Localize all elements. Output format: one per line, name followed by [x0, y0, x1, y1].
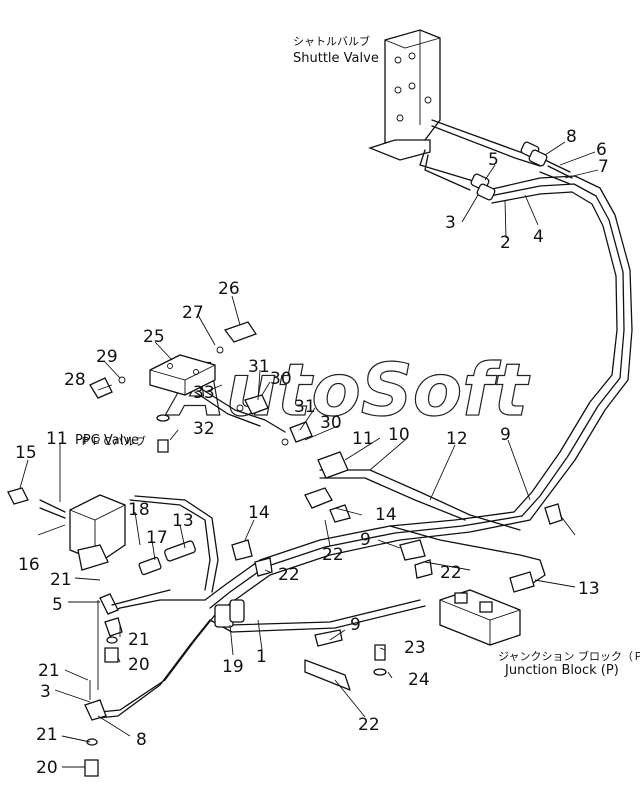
callout: 8 — [566, 127, 577, 147]
callout: 22 — [358, 715, 380, 735]
callout: 20 — [36, 758, 58, 778]
callout: 27 — [182, 303, 204, 323]
callout: 12 — [446, 429, 468, 449]
callout: 32 — [193, 419, 215, 439]
watermark: AutoSoft — [165, 348, 531, 432]
lower-fittings — [84, 589, 171, 777]
callout: 21 — [38, 661, 60, 681]
callout: 10 — [388, 425, 410, 445]
callout: 6 — [596, 140, 607, 160]
callout: 22 — [278, 565, 300, 585]
callout: 9 — [360, 530, 371, 550]
ppc-valve-label-jp: ＰＰＣバルブ — [80, 434, 146, 448]
callout: 5 — [52, 595, 63, 615]
callout: 28 — [64, 370, 86, 390]
callout: 3 — [445, 213, 456, 233]
ppc-valve-label-en: PPC Valve — [75, 433, 139, 448]
junction-block-label-jp: ジャンクション ブロック（Ｐ） — [498, 649, 640, 663]
callout: 13 — [578, 579, 600, 599]
callout: 20 — [128, 655, 150, 675]
callout: 16 — [18, 555, 40, 575]
callout: 15 — [15, 443, 37, 463]
callout: 8 — [136, 730, 147, 750]
component-labels: シャトルバルブ Shuttle Valve ＰＰＣバルブ PPC Valve ジ… — [75, 34, 640, 678]
callout: 30 — [270, 369, 292, 389]
hose-bundle — [97, 469, 546, 719]
callout: 13 — [172, 511, 194, 531]
callout: 11 — [46, 429, 68, 449]
shuttle-valve — [368, 29, 441, 161]
callout: 1 — [256, 647, 267, 667]
callout: 22 — [440, 563, 462, 583]
callout: 33 — [193, 383, 215, 403]
callout: 7 — [598, 157, 609, 177]
callout: 25 — [143, 327, 165, 347]
callout: 30 — [320, 413, 342, 433]
callout: 19 — [222, 657, 244, 677]
callout: 17 — [146, 528, 168, 548]
callout: 22 — [322, 545, 344, 565]
callout: 3 — [40, 682, 51, 702]
callout: 11 — [352, 429, 374, 449]
callout: 23 — [404, 638, 426, 658]
callout: 18 — [128, 500, 150, 520]
callout: 31 — [248, 357, 270, 377]
callout: 21 — [128, 630, 150, 650]
callout: 29 — [96, 347, 118, 367]
callout: 26 — [218, 279, 240, 299]
shuttle-valve-label-jp: シャトルバルブ — [293, 34, 370, 48]
callout: 5 — [488, 150, 499, 170]
callout: 9 — [500, 425, 511, 445]
junction-block-label-en: Junction Block (P) — [504, 663, 619, 678]
leader-lines — [19, 141, 599, 768]
callout: 31 — [294, 397, 316, 417]
ppc-block — [89, 321, 313, 453]
clamps — [231, 451, 563, 691]
callout: 2 — [500, 233, 511, 253]
callout: 21 — [50, 570, 72, 590]
ppc-valve — [7, 487, 196, 576]
callout: 14 — [375, 505, 397, 525]
junction-block — [439, 589, 521, 646]
callout: 21 — [36, 725, 58, 745]
callout: 9 — [350, 615, 361, 635]
shuttle-hoses — [419, 119, 633, 521]
shuttle-valve-label-en: Shuttle Valve — [293, 51, 379, 66]
callout: 24 — [408, 670, 430, 690]
callout: 14 — [248, 503, 270, 523]
callout-numbers: 8 6 7 5 3 2 4 26 27 25 29 28 31 30 33 31… — [15, 127, 609, 778]
callout: 4 — [533, 227, 544, 247]
